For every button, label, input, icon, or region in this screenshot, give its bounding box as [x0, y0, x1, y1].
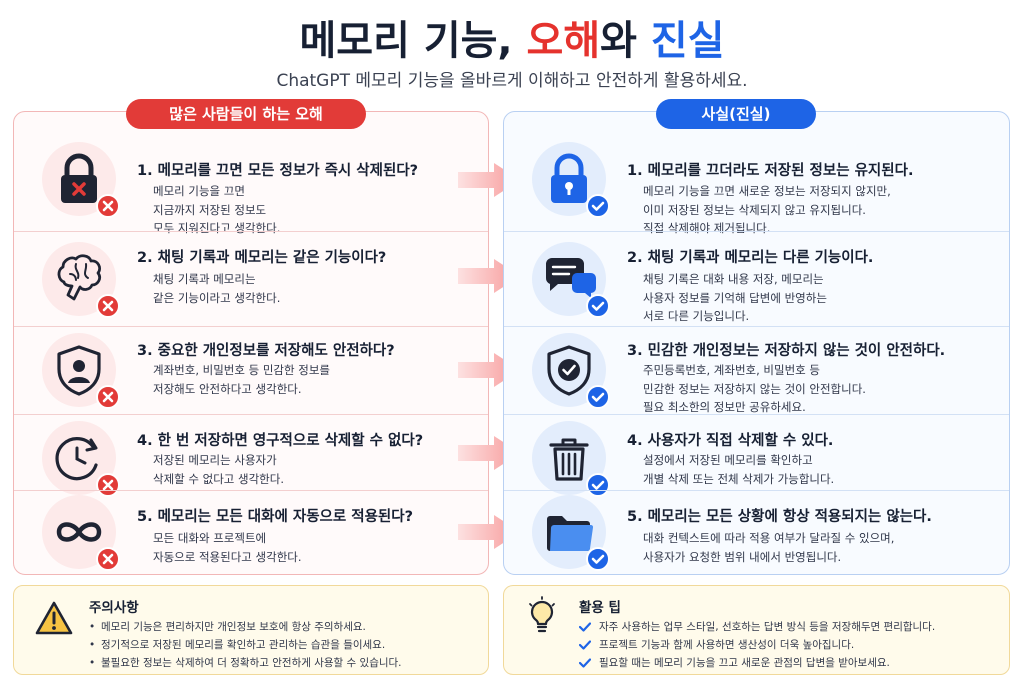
title-myth-word: 오해 — [526, 18, 601, 64]
myth-row: 3. 중요한 개인정보를 저장해도 안전하다? 계좌번호, 비밀번호 등 민감한… — [14, 327, 488, 419]
x-badge-icon — [96, 194, 120, 218]
x-badge-icon — [96, 547, 120, 571]
infinity-icon — [42, 495, 120, 571]
tips-box: 활용 팁 자주 사용하는 업무 스타일, 선호하는 답변 방식 등을 저장해두면… — [503, 585, 1010, 675]
list-item: 메모리 기능은 편리하지만 개인정보 보호에 항상 주의하세요. — [89, 618, 402, 636]
fact-heading: 5. 메모리는 모든 상황에 항상 적용되지는 않는다. — [627, 509, 932, 525]
lock-icon — [42, 142, 120, 218]
fact-heading: 4. 사용자가 직접 삭제할 수 있다. — [627, 433, 834, 449]
warning-icon — [35, 601, 73, 635]
clock-icon — [42, 421, 120, 497]
fact-row: 5. 메모리는 모든 상황에 항상 적용되지는 않는다. 대화 컨텍스트에 따라… — [504, 491, 1009, 575]
myths-label: 많은 사람들이 하는 오해 — [126, 99, 366, 129]
lightbulb-icon — [529, 596, 555, 633]
list-item: 프로젝트 기능과 함께 사용하면 생산성이 더욱 높아집니다. — [579, 636, 935, 654]
list-item: 자주 사용하는 업무 스타일, 선호하는 답변 방식 등을 저장해두면 편리합니… — [579, 618, 935, 636]
caution-list: 메모리 기능은 편리하지만 개인정보 보호에 항상 주의하세요. 정기적으로 저… — [89, 618, 402, 672]
check-icon — [579, 622, 591, 632]
trash-icon — [532, 421, 610, 497]
check-badge-icon — [586, 473, 610, 497]
user-shield-icon — [42, 333, 120, 409]
facts-panel: 사실(진실) 1. 메모리를 끄더라도 저장된 정보는 유지된다. 메모리 기능… — [503, 99, 1010, 575]
facts-label: 사실(진실) — [656, 99, 816, 129]
list-item: 필요할 때는 메모리 기능을 끄고 새로운 관점의 답변을 받아보세요. — [579, 654, 935, 672]
fact-heading: 1. 메모리를 끄더라도 저장된 정보는 유지된다. — [627, 163, 914, 179]
fact-heading: 3. 민감한 개인정보는 저장하지 않는 것이 안전하다. — [627, 343, 946, 359]
fact-row: 1. 메모리를 끄더라도 저장된 정보는 유지된다. 메모리 기능을 끄면 새로… — [504, 126, 1009, 235]
fact-row: 3. 민감한 개인정보는 저장하지 않는 것이 안전하다. 주민등록번호, 계좌… — [504, 327, 1009, 419]
tips-list: 자주 사용하는 업무 스타일, 선호하는 답변 방식 등을 저장해두면 편리합니… — [579, 618, 935, 672]
chat-icon — [532, 242, 610, 318]
check-badge-icon — [586, 385, 610, 409]
myth-heading: 5. 메모리는 모든 대화에 자동으로 적용된다? — [137, 509, 414, 525]
shield-check-icon — [532, 333, 610, 409]
check-icon — [579, 658, 591, 668]
x-badge-icon — [96, 294, 120, 318]
myth-heading: 2. 채팅 기록과 메모리는 같은 기능이다? — [137, 250, 387, 266]
check-badge-icon — [586, 194, 610, 218]
x-badge-icon — [96, 473, 120, 497]
myth-heading: 1. 메모리를 끄면 모든 정보가 즉시 삭제된다? — [137, 163, 419, 179]
list-item: 불필요한 정보는 삭제하여 더 정확하고 안전하게 사용할 수 있습니다. — [89, 654, 402, 672]
myths-panel: 많은 사람들이 하는 오해 1. 메모리를 끄면 모든 정보가 즉시 삭제된다?… — [13, 99, 489, 575]
brain-icon — [42, 242, 120, 318]
fact-description: 메모리 기능을 끄면 새로운 정보는 저장되지 않지만,이미 저장된 정보는 삭… — [643, 184, 891, 235]
check-icon — [579, 640, 591, 650]
x-badge-icon — [96, 385, 120, 409]
folder-icon — [532, 495, 610, 571]
myth-heading: 4. 한 번 저장하면 영구적으로 삭제할 수 없다? — [137, 433, 424, 449]
list-item: 정기적으로 저장된 메모리를 확인하고 관리하는 습관을 들이세요. — [89, 636, 402, 654]
fact-description: 대화 컨텍스트에 따라 적용 여부가 달라질 수 있으며,사용자가 요청한 범위… — [643, 531, 895, 564]
myth-row: 4. 한 번 저장하면 영구적으로 삭제할 수 없다? 저장된 메모리는 사용자… — [14, 415, 488, 497]
fact-heading: 2. 채팅 기록과 메모리는 다른 기능이다. — [627, 250, 874, 266]
page-title: 메모리 기능, 오해와 진실 — [299, 18, 725, 64]
title-truth-word: 진실 — [650, 18, 725, 64]
check-badge-icon — [586, 294, 610, 318]
page-subtitle: ChatGPT 메모리 기능을 올바르게 이해하고 안전하게 활용하세요. — [276, 71, 748, 91]
fact-row: 2. 채팅 기록과 메모리는 다른 기능이다. 채팅 기록은 대화 내용 저장,… — [504, 232, 1009, 324]
caution-title: 주의사항 — [89, 600, 139, 616]
tips-title: 활용 팁 — [579, 600, 621, 616]
lock-icon — [532, 142, 610, 218]
check-badge-icon — [586, 547, 610, 571]
caution-box: 주의사항 메모리 기능은 편리하지만 개인정보 보호에 항상 주의하세요. 정기… — [13, 585, 489, 675]
myth-heading: 3. 중요한 개인정보를 저장해도 안전하다? — [137, 343, 395, 359]
